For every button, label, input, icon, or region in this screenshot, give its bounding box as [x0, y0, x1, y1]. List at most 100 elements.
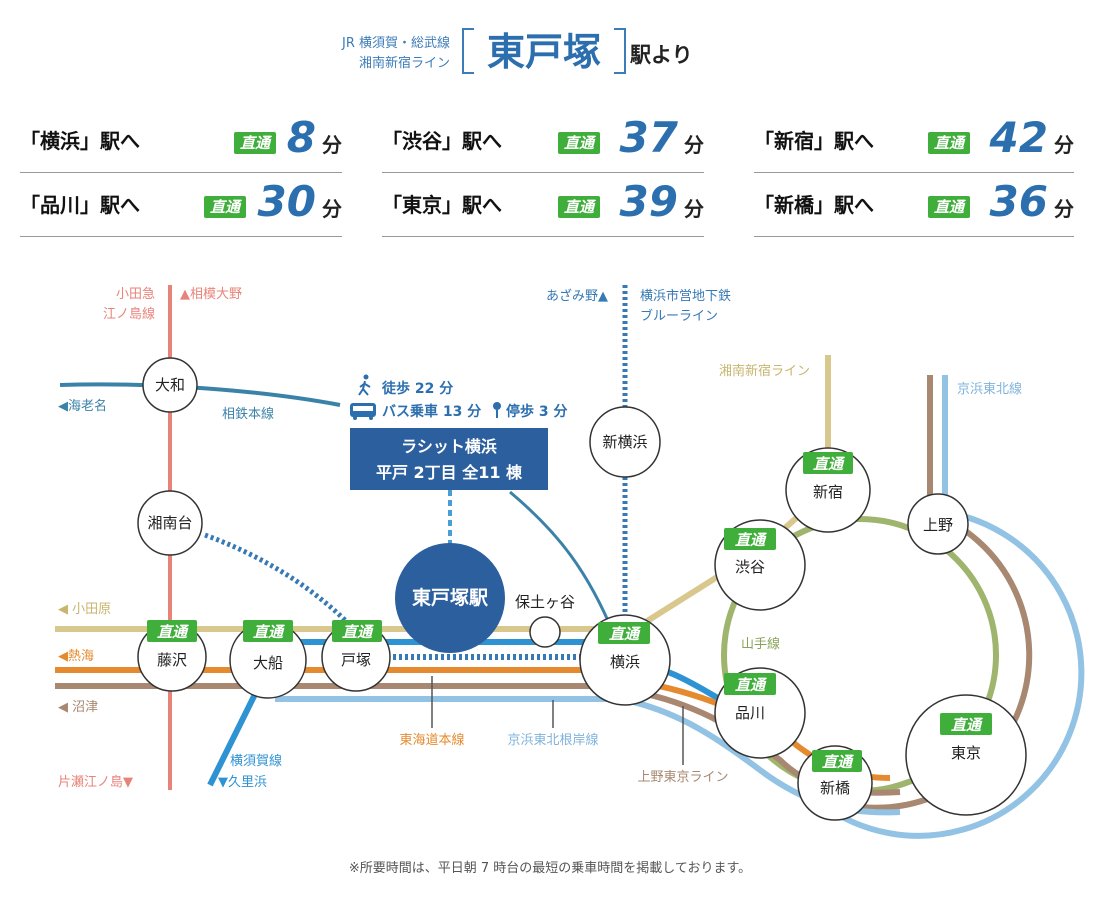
station-name-hodogaya: 保土ヶ谷	[515, 593, 575, 611]
badge-shinjuku	[803, 452, 853, 474]
route-row-yokohama: 「横浜」駅へ 直通 8 分	[20, 108, 342, 173]
route-unit: 分	[1054, 197, 1074, 221]
station-hodogaya-dot	[529, 616, 561, 648]
badge-tokyo	[940, 713, 992, 735]
label-negishi: 京浜東北根岸線	[507, 732, 598, 748]
route-minutes: 39	[619, 177, 678, 226]
badge-yokohama	[598, 622, 650, 644]
bus-icon	[350, 403, 376, 420]
route-minutes: 30	[257, 177, 316, 226]
bus-stop-icon	[493, 402, 501, 418]
bus-time: バス乗車 13 分	[382, 403, 481, 420]
badge-shinagawa	[724, 673, 776, 695]
badge-text: 直通	[157, 623, 190, 641]
direct-badge: 直通	[204, 196, 247, 218]
route-destination: 「横浜」駅へ	[20, 129, 140, 153]
station-tokyo	[905, 694, 1027, 816]
station-name-ueno: 上野	[923, 516, 953, 534]
route-destination: 「新橋」駅へ	[754, 193, 874, 217]
station-yamato	[142, 357, 198, 413]
bracket-right	[614, 28, 626, 74]
route-destination: 「新宿」駅へ	[754, 129, 874, 153]
badge-text: 直通	[735, 676, 768, 694]
label-odawara: ◀ 小田原	[58, 602, 111, 617]
route-row-shinjuku: 「新宿」駅へ 直通 42 分	[754, 108, 1074, 173]
label-subway-2: ブルーライン	[640, 308, 718, 324]
footnote: ※所要時間は、平日朝 7 時台の最短の乗車時間を掲載しております。	[348, 861, 752, 876]
badge-shimbashi	[812, 750, 862, 772]
label-subway-1: 横浜市営地下鉄	[640, 288, 731, 304]
property-address: 平戸 2丁目 全11 棟	[376, 463, 523, 482]
line-sotetsu	[59, 382, 341, 407]
walk-icon	[358, 374, 371, 396]
header-suffix: 駅より	[630, 43, 693, 67]
badge-shibuya	[724, 528, 776, 550]
station-ueno	[907, 493, 969, 555]
label-sagamiono: ▲相模大野	[180, 287, 242, 302]
label-tokaido: 東海道本線	[399, 732, 464, 748]
badge-fujisawa	[147, 620, 197, 642]
label-yamanote: 山手線	[741, 636, 780, 652]
badge-text: 直通	[813, 455, 846, 473]
walk-time: 徒歩 22 分	[381, 380, 453, 397]
station-name-shibuya: 渋谷	[735, 558, 765, 576]
label-numazu: ◀ 沼津	[58, 700, 98, 715]
station-name-ofuna: 大船	[253, 654, 283, 672]
route-destination: 「渋谷」駅へ	[382, 129, 502, 153]
route-unit: 分	[322, 197, 342, 221]
header-lines: JR 横須賀・総武線 湘南新宿ライン	[300, 34, 450, 74]
property-access: 徒歩 22 分 バス乗車 13 分 停歩 3 分 ラシット横浜 平戸 2丁目 全…	[350, 374, 568, 490]
route-row-shimbashi: 「新橋」駅へ 直通 36 分	[754, 172, 1074, 237]
route-unit: 分	[1054, 133, 1074, 157]
station-shonandai	[137, 490, 203, 556]
badge-text: 直通	[253, 623, 286, 641]
badge-text: 直通	[342, 623, 375, 641]
badge-text: 直通	[609, 625, 642, 643]
route-row-shibuya: 「渋谷」駅へ 直通 37 分	[382, 108, 704, 173]
property-box	[350, 428, 548, 490]
label-azamino: あざみ野▲	[546, 288, 608, 304]
badge-ofuna	[243, 620, 293, 642]
station-name-totsuka: 戸塚	[341, 651, 371, 669]
route-destination: 「東京」駅へ	[382, 193, 502, 217]
property-name: ラシット横浜	[401, 437, 497, 456]
station-name-shinagawa: 品川	[735, 704, 765, 722]
header-line-1: JR 横須賀・総武線	[342, 36, 450, 51]
header-line-2: 湘南新宿ライン	[358, 56, 450, 71]
label-shonan-shinjuku: 湘南新宿ライン	[719, 363, 810, 379]
route-minutes: 8	[286, 113, 316, 162]
badge-text: 直通	[822, 753, 855, 771]
station-name-shonandai: 湘南台	[147, 514, 192, 532]
route-unit: 分	[684, 133, 704, 157]
route-unit: 分	[322, 133, 342, 157]
label-katase: 片瀬江ノ島▼	[58, 775, 133, 790]
line-shonandai-totsuka	[204, 532, 352, 627]
direct-badge: 直通	[928, 196, 971, 218]
station-name-shinyokohama: 新横浜	[602, 433, 647, 451]
label-odakyu: 小田急	[116, 287, 155, 302]
badge-totsuka	[332, 620, 382, 642]
route-minutes: 36	[989, 177, 1048, 226]
station-name-shinjuku: 新宿	[813, 483, 843, 501]
label-ebina: ◀海老名	[58, 398, 107, 414]
label-sotetsu: 相鉄本線	[222, 406, 274, 422]
station-shinyokohama	[589, 406, 661, 478]
direct-badge: 直通	[558, 132, 601, 154]
route-minutes: 37	[619, 113, 678, 162]
route-destination: 「品川」駅へ	[20, 193, 140, 217]
bracket-left	[462, 28, 474, 74]
badge-text: 直通	[951, 716, 984, 734]
route-unit: 分	[684, 197, 704, 221]
station-name-tokyo: 東京	[951, 744, 981, 762]
direct-badge: 直通	[558, 196, 601, 218]
label-yokosuka: 横須賀線	[230, 753, 282, 769]
station-higashi-totsuka	[395, 543, 505, 653]
station-name-higashi-totsuka: 東戸塚駅	[412, 586, 489, 609]
label-enoshima: 江ノ島線	[103, 306, 155, 322]
label-keihin-tohoku: 京浜東北線	[957, 381, 1022, 397]
station-name-shimbashi: 新橋	[820, 779, 850, 797]
direct-badge: 直通	[928, 132, 971, 154]
label-atami: ◀熱海	[58, 649, 94, 664]
direct-badge: 直通	[234, 132, 277, 154]
